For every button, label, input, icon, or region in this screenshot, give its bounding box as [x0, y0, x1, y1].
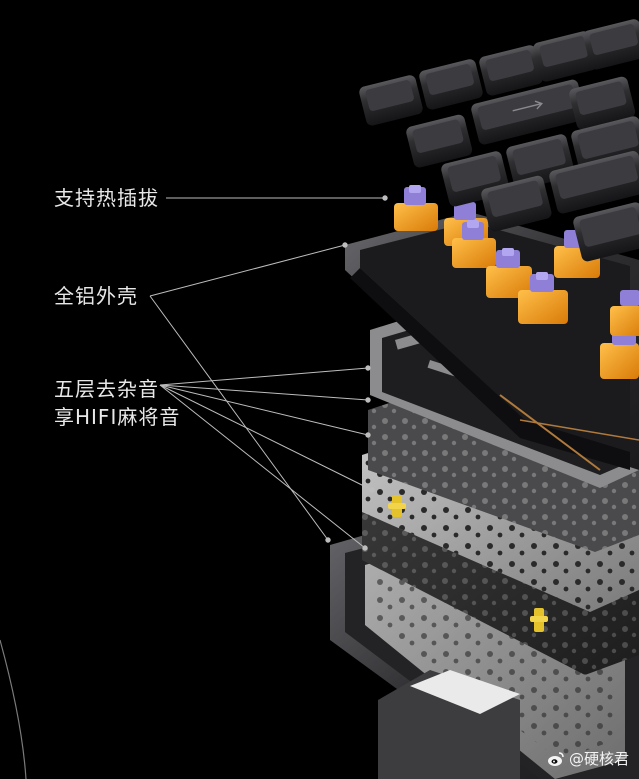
watermark: @硬核君: [547, 748, 629, 769]
leader-line-noise-2: [159, 384, 369, 401]
weibo-icon: [547, 751, 564, 766]
leader-line-noise-5: [159, 384, 366, 549]
decorative-arc: [0, 639, 27, 779]
keycap-layer: [359, 19, 639, 262]
leader-line-aluminum-case: [149, 244, 346, 297]
label-hot-swap: 支持热插拔: [54, 186, 159, 210]
leader-line-noise-3: [159, 384, 369, 436]
leader-line-aluminum-case-2: [149, 295, 329, 541]
leader-lines: [149, 195, 388, 551]
switch-group: [394, 185, 639, 379]
label-noise-reduction-line1: 五层去杂音: [54, 377, 159, 401]
leader-line-noise-4: [159, 384, 373, 491]
label-aluminum-case: 全铝外壳: [54, 284, 138, 308]
label-noise-reduction-line2: 享HIFI麻将音: [54, 405, 181, 429]
leader-line-noise-1: [159, 367, 369, 386]
stabilizer-left: [388, 495, 406, 517]
stabilizer-right: [530, 608, 548, 632]
watermark-text: @硬核君: [568, 750, 629, 768]
